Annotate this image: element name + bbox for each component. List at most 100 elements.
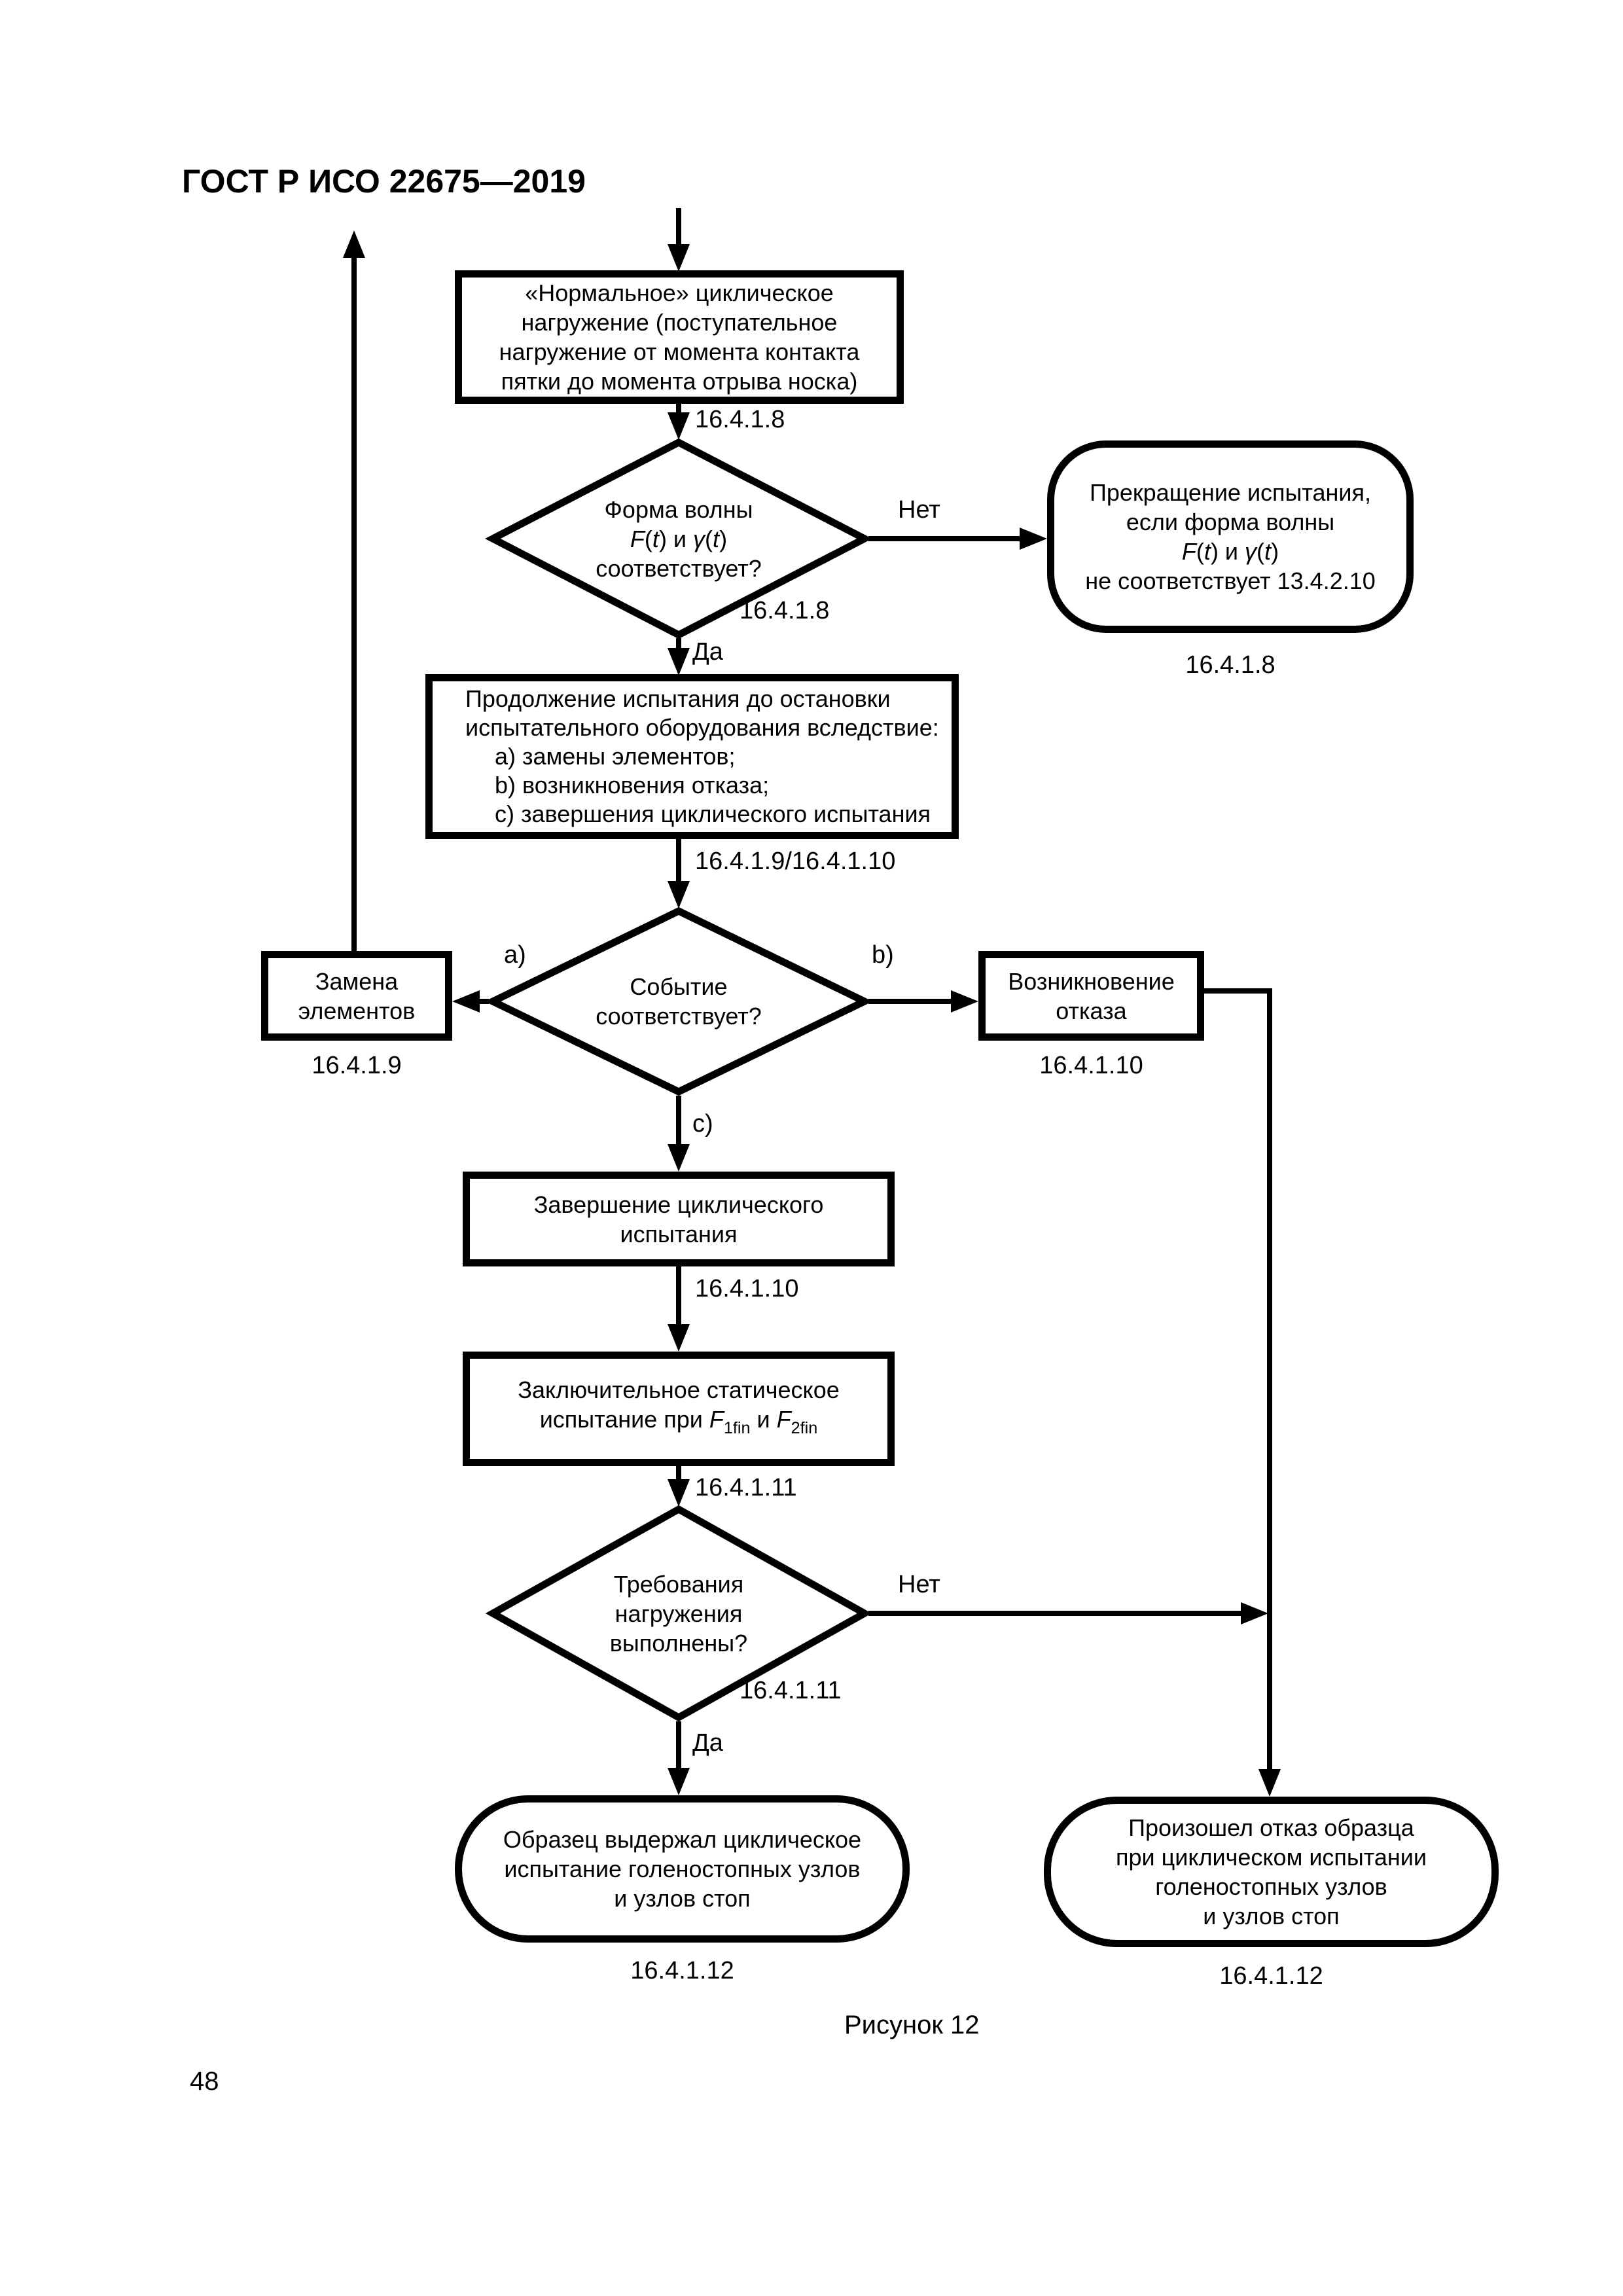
decision-waveform-text: Форма волны F(t) и γ(t) соответствует? xyxy=(489,439,868,639)
node-line: Возникновение xyxy=(1008,967,1175,995)
connector-load-no-line xyxy=(868,1611,1242,1616)
terminal-stop-test: Прекращение испытания, если форма волны … xyxy=(1047,440,1414,633)
edge-label-ref-164110-mid: 16.4.1.10 xyxy=(695,1275,799,1302)
node-line: Требования xyxy=(613,1570,744,1598)
node-line: «Нормальное» циклическое xyxy=(525,279,834,306)
arrowhead-entry-down xyxy=(668,244,690,272)
node-line: если форма волны xyxy=(1126,509,1335,535)
node-line: пятки до момента отрыва носка) xyxy=(501,368,858,395)
node-line: нагружения xyxy=(615,1600,743,1627)
decision-load-text: Требования нагружения выполнены? xyxy=(489,1505,868,1721)
connector-load-yes-line xyxy=(676,1721,681,1772)
diamond-shape xyxy=(485,1505,872,1722)
node-line-item-c: c) завершения циклического испытания xyxy=(495,800,931,827)
node-line: соответствует? xyxy=(596,1003,762,1030)
connector-failure-out-h xyxy=(1204,988,1272,994)
node-line-formula: F(t) и γ(t) xyxy=(1181,538,1279,565)
node-line: Событие xyxy=(630,973,728,1000)
node-line: нагружение от момента контакта xyxy=(499,338,860,365)
figure-caption: Рисунок 12 xyxy=(844,2011,980,2039)
node-line: испытательного оборудования вследствие: xyxy=(465,714,939,741)
edge-label-ref-164112-right: 16.4.1.12 xyxy=(1219,1962,1323,1990)
arrowhead-final-down xyxy=(668,1324,690,1352)
node-line: соответствует? xyxy=(596,554,762,582)
edge-label-c: c) xyxy=(692,1110,713,1138)
terminal-test-passed: Образец выдержал циклическое испытание г… xyxy=(455,1795,910,1943)
node-line: Замена xyxy=(315,967,399,995)
node-line: испытания xyxy=(620,1220,738,1247)
decision-waveform: Форма волны F(t) и γ(t) соответствует? xyxy=(485,438,872,639)
arrowhead-failure-right xyxy=(951,990,978,1013)
arrowhead-feedback-up xyxy=(343,230,365,258)
edge-label-ref-16418-terminal: 16.4.1.8 xyxy=(1185,651,1275,679)
node-line: голеностопных узлов xyxy=(1155,1873,1387,1900)
connector-final-to-load xyxy=(676,1466,681,1482)
connector-continue-to-event xyxy=(676,839,681,885)
node-normal-cyclic-loading: «Нормальное» циклическое нагружение (пос… xyxy=(455,270,904,404)
node-line-formula: испытание при F1fin и F2fin xyxy=(539,1405,818,1437)
node-line: Заключительное статическое xyxy=(518,1376,840,1403)
node-line: и узлов стоп xyxy=(1203,1903,1340,1929)
connector-start-to-wave xyxy=(676,401,681,416)
connector-wave-no-line xyxy=(868,536,1024,541)
arrowhead-stop-right xyxy=(1020,528,1047,550)
node-line: и узлов стоп xyxy=(614,1885,751,1912)
decision-load-requirements: Требования нагружения выполнены? xyxy=(485,1505,872,1722)
arrowhead-load-down xyxy=(668,1479,690,1507)
arrowhead-replace-left xyxy=(452,990,480,1013)
node-line: отказа xyxy=(1056,997,1127,1024)
node-line-item-b: b) возникновения отказа; xyxy=(495,772,770,798)
edge-label-ref-16419: 16.4.1.9 xyxy=(312,1052,402,1079)
connector-complete-to-final xyxy=(676,1266,681,1328)
edge-label-b: b) xyxy=(872,941,894,969)
edge-label-ref-16418-diamond: 16.4.1.8 xyxy=(740,597,830,624)
node-failure-occurred: Возникновение отказа xyxy=(978,951,1204,1041)
connector-event-b-line xyxy=(868,999,952,1004)
diamond-shape xyxy=(485,438,872,639)
node-line-formula: F(t) и γ(t) xyxy=(630,525,728,552)
arrowhead-event-down xyxy=(668,881,690,908)
edge-label-yes-1: Да xyxy=(692,638,723,666)
edge-label-ref-164110-box: 16.4.1.10 xyxy=(1039,1052,1143,1079)
node-final-static-test: Заключительное статическое испытание при… xyxy=(463,1352,895,1466)
node-line: Произошел отказ образца xyxy=(1128,1814,1414,1841)
node-line: элементов xyxy=(298,997,416,1024)
edge-label-a: a) xyxy=(504,941,526,969)
node-line-item-a: a) замены элементов; xyxy=(495,743,736,770)
edge-label-yes-2: Да xyxy=(692,1729,723,1757)
arrowhead-fail-terminal-down xyxy=(1258,1769,1281,1797)
terminal-test-failed: Произошел отказ образца при циклическом … xyxy=(1044,1797,1499,1947)
arrowhead-wave-down xyxy=(668,412,690,440)
edge-label-ref-16418-top: 16.4.1.8 xyxy=(695,406,785,433)
node-line: Продолжение испытания до остановки xyxy=(465,685,891,712)
arrowhead-pass-down xyxy=(668,1768,690,1795)
node-line: Образец выдержал циклическое xyxy=(503,1826,862,1853)
arrowhead-continue-down xyxy=(668,648,690,675)
edge-label-ref-164112-left: 16.4.1.12 xyxy=(630,1957,734,1984)
node-line: нагружение (поступательное xyxy=(521,309,838,336)
node-line: испытание голеностопных узлов xyxy=(504,1856,861,1882)
connector-feedback-line xyxy=(351,255,357,951)
decision-event: Событие соответствует? xyxy=(484,906,873,1096)
decision-event-text: Событие соответствует? xyxy=(489,907,868,1096)
edge-label-ref-164111-top: 16.4.1.11 xyxy=(695,1474,797,1501)
node-line: Прекращение испытания, xyxy=(1089,479,1372,506)
arrowhead-merge-right xyxy=(1241,1602,1268,1624)
node-continue-test: Продолжение испытания до остановки испыт… xyxy=(425,674,959,839)
connector-event-c-line xyxy=(676,1096,681,1148)
diamond-shape xyxy=(484,906,873,1096)
node-line: Форма волны xyxy=(604,495,753,523)
connector-event-a-line xyxy=(477,999,489,1004)
edge-label-no-1: Нет xyxy=(898,496,940,524)
edge-label-ref-164111-diamond: 16.4.1.11 xyxy=(740,1677,842,1704)
node-line: при циклическом испытании xyxy=(1115,1844,1427,1871)
edge-label-no-2: Нет xyxy=(898,1571,940,1598)
node-replace-elements: Замена элементов xyxy=(261,951,452,1041)
connector-failure-down-v xyxy=(1267,988,1272,1772)
connector-entry-line xyxy=(676,208,681,247)
page-title: ГОСТ Р ИСО 22675—2019 xyxy=(182,163,586,200)
edge-label-ref-16419-164110: 16.4.1.9/16.4.1.10 xyxy=(695,848,896,875)
connector-wave-yes-line xyxy=(676,638,681,651)
node-line: не соответствует 13.4.2.10 xyxy=(1085,567,1376,594)
